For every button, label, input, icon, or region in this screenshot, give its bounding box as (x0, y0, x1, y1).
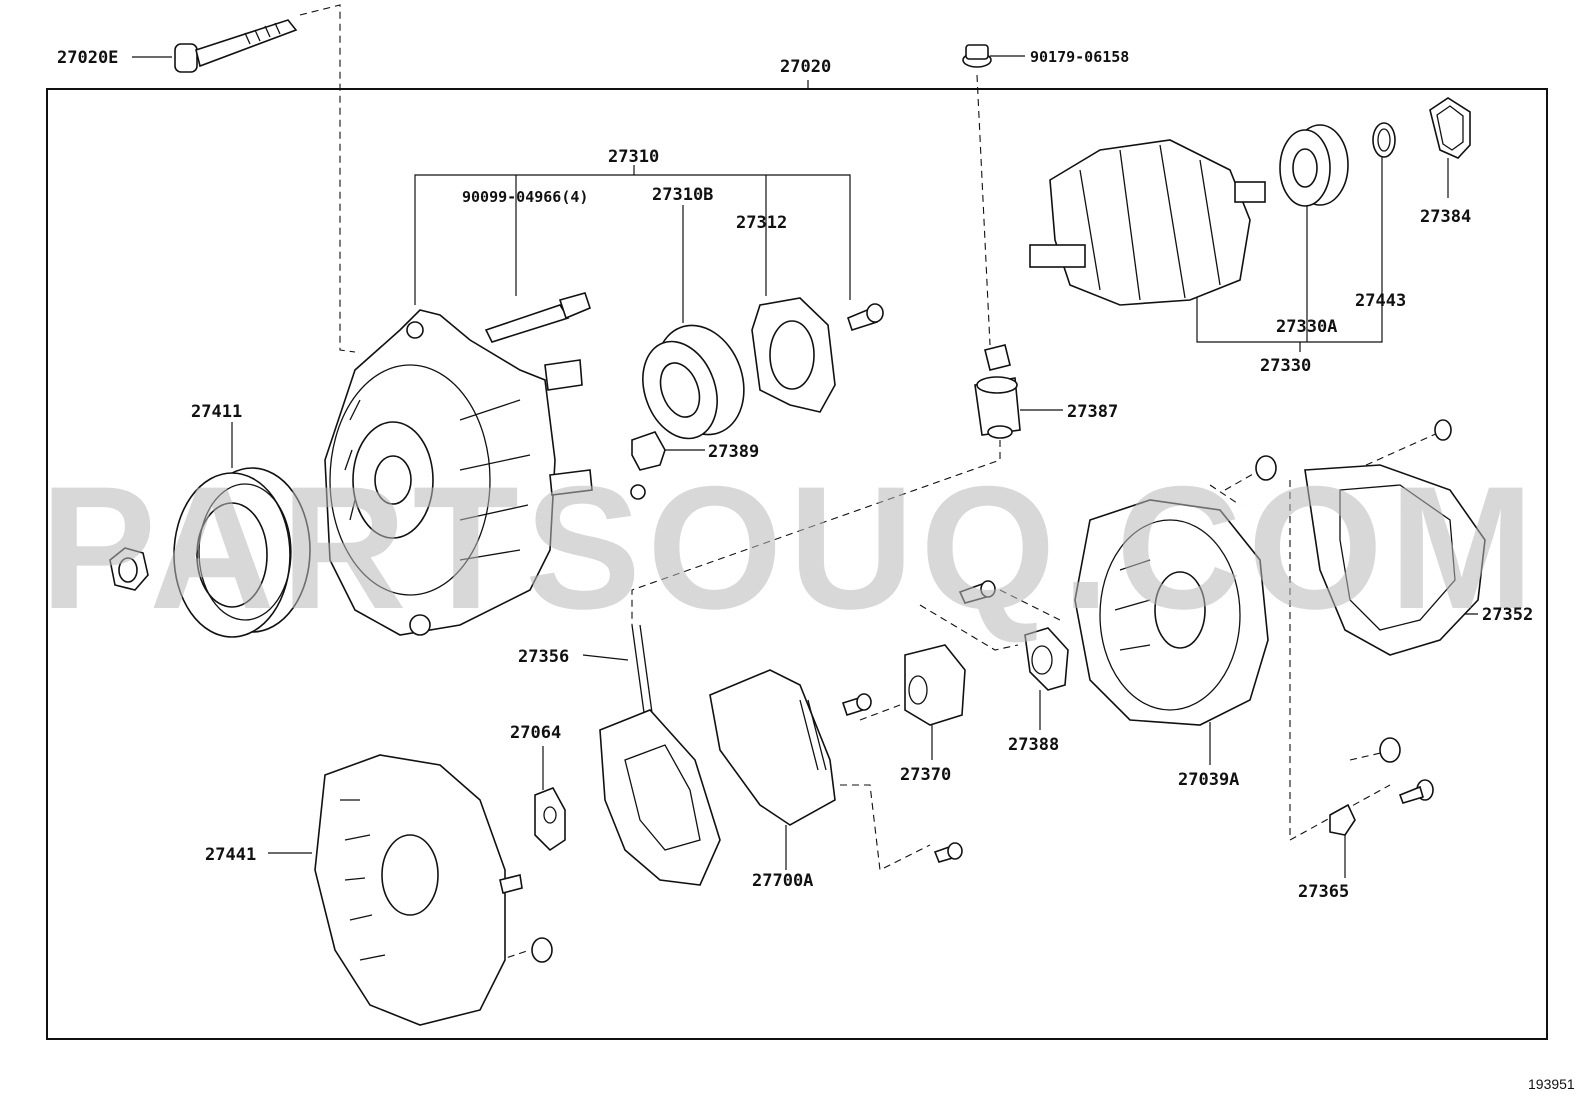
label-27020: 27020 (780, 57, 831, 77)
terminal-cap-27389 (630, 431, 666, 500)
nut-4 (531, 937, 553, 963)
label-27365: 27365 (1298, 882, 1349, 902)
bolt-27310 (847, 303, 884, 332)
rotor-27330 (1029, 139, 1266, 306)
label-27310: 27310 (608, 147, 659, 167)
nut-1 (1434, 419, 1452, 441)
label-27370: 27370 (900, 765, 951, 785)
label-27039a: 27039A (1178, 770, 1239, 790)
bolt-right (1398, 779, 1434, 804)
bearing-27310b (642, 324, 745, 440)
label-27352: 27352 (1482, 605, 1533, 625)
nut-3 (1379, 737, 1401, 763)
nut-90179 (962, 44, 992, 68)
insulator-27064 (534, 786, 566, 852)
retainer-plate-27312 (751, 297, 836, 413)
leader-lines (132, 4, 1478, 966)
pulley-27411 (173, 467, 311, 638)
label-27356: 27356 (518, 647, 569, 667)
label-27411: 27411 (191, 402, 242, 422)
label-27700a: 27700A (752, 871, 813, 891)
drive-end-frame (324, 309, 593, 636)
label-27387: 27387 (1067, 402, 1118, 422)
rectifier-end-frame-27039a (1074, 499, 1269, 726)
label-27330a: 27330A (1276, 317, 1337, 337)
label-27312: 27312 (736, 213, 787, 233)
label-27443: 27443 (1355, 291, 1406, 311)
label-27389: 27389 (708, 442, 759, 462)
rear-cover-27352 (1304, 464, 1486, 656)
nut-2 (1255, 455, 1277, 481)
regulator-27700a (709, 669, 836, 826)
label-27310b: 27310B (652, 185, 713, 205)
brush-holder-27370 (904, 644, 966, 726)
screw-3 (933, 842, 963, 863)
watermark: PARTSOUQ.COM (40, 451, 1540, 646)
holder-27388 (1024, 627, 1069, 691)
screw-1 (958, 580, 996, 604)
screw-2 (841, 693, 872, 716)
pulley-nut (109, 547, 149, 591)
label-27388: 27388 (1008, 735, 1059, 755)
ring-27443 (1372, 122, 1396, 158)
label-27330: 27330 (1260, 356, 1311, 376)
rear-end-frame-27441 (314, 754, 523, 1026)
cover-27384 (1429, 97, 1471, 159)
clip-27365 (1329, 803, 1356, 836)
diagram-reference-number: 193951 (1528, 1076, 1575, 1092)
label-27064: 27064 (510, 723, 561, 743)
label-27441: 27441 (205, 845, 256, 865)
bolt-27020e (174, 19, 298, 73)
part-labels: 27020E 27020 90179-06158 27310 90099-049… (57, 48, 1533, 902)
rectifier-27356 (599, 624, 721, 886)
label-27020e: 27020E (57, 48, 118, 68)
label-90179-06158: 90179-06158 (1030, 48, 1129, 66)
terminal-insulator-27387 (974, 344, 1021, 439)
bearing-27330a (1279, 124, 1349, 207)
label-27384: 27384 (1420, 207, 1471, 227)
stud-bolt-90099 (484, 292, 591, 343)
assembly-frame (46, 88, 1548, 1040)
label-90099-04966: 90099-04966(4) (462, 188, 588, 206)
